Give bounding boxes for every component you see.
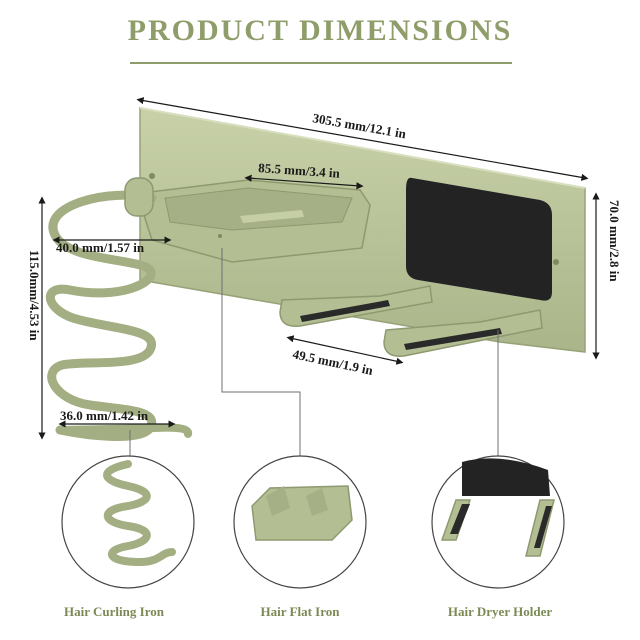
detail-curling-iron [61, 455, 195, 589]
title-underline [130, 62, 512, 64]
height-label: 70.0 mm/2.8 in [607, 200, 622, 282]
cup-width-label: 85.5 mm/3.4 in [258, 160, 341, 181]
caption-curling-iron: Hair Curling Iron [64, 604, 164, 619]
length-label: 305.5 mm/12.1 in [311, 110, 408, 141]
spiral-top-diameter-label: 40.0 mm/1.57 in [56, 240, 145, 255]
detail-flat-iron [233, 455, 367, 589]
dryer-hooks [279, 285, 543, 357]
dimension-lines [38, 97, 600, 440]
caption-flat-iron: Hair Flat Iron [260, 604, 340, 619]
page-title: PRODUCT DIMENSIONS [127, 14, 513, 47]
leader-lines [129, 248, 499, 460]
hook-spacing-label: 49.5 mm/1.9 in [291, 346, 375, 378]
rubber-pad [406, 177, 552, 301]
caption-dryer-holder: Hair Dryer Holder [447, 604, 553, 619]
spiral-height-label: 115.0mm/4.53 in [27, 250, 42, 341]
detail-dryer-holder [431, 455, 565, 589]
spiral-bottom-diameter-label: 36.0 mm/1.42 in [60, 408, 149, 423]
